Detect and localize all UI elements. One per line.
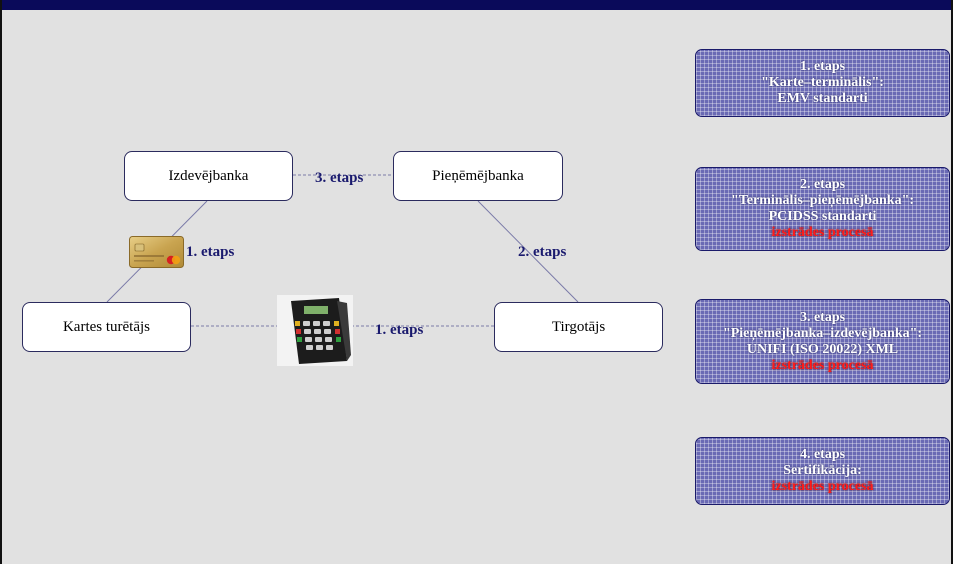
stage-3-standard: UNIFI (ISO 20022) XML — [746, 341, 899, 357]
acquirer-bank-label: Pieņēmējbanka — [432, 167, 524, 184]
stage-box-4: 4. etaps Sertifikācija: izstrādes proces… — [695, 437, 950, 505]
stage-4-title: 4. etaps — [799, 447, 846, 462]
stage-2-standard: PCIDSS standarti — [768, 209, 877, 224]
stage-box-1: 1. etaps "Karte–terminālis": EMV standar… — [695, 49, 950, 117]
stage-2-status: izstrādes procesā — [771, 225, 874, 240]
stage-3-title: 3. etaps — [799, 309, 846, 325]
connector-acquirer-merchant — [477, 200, 579, 303]
cardholder-node: Kartes turētājs — [22, 302, 191, 352]
edge-label-issuer-acquirer: 3. etaps — [315, 170, 364, 186]
header-bar — [2, 0, 951, 10]
stage-4-name: Sertifikācija: — [783, 463, 862, 478]
stage-1-name: "Karte–terminālis": — [761, 75, 884, 90]
cardholder-label: Kartes turētājs — [62, 318, 151, 335]
issuer-bank-label: Izdevējbanka — [168, 167, 249, 184]
stage-3-status: izstrādes procesā — [771, 357, 874, 373]
pos-terminal-icon — [277, 295, 353, 366]
merchant-label: Tirgotājs — [551, 318, 606, 335]
edge-label-acquirer-merchant: 2. etaps — [518, 244, 567, 260]
edge-label-issuer-cardholder: 1. etaps — [186, 244, 235, 260]
merchant-node: Tirgotājs — [494, 302, 663, 352]
stage-box-2: 2. etaps "Terminālis–pieņēmējbanka": PCI… — [695, 167, 950, 251]
stage-box-3: 3. etaps "Pieņēmējbanka–izdevējbanka": U… — [695, 299, 950, 384]
edge-label-cardholder-merchant: 1. etaps — [375, 322, 424, 338]
stage-2-name: "Terminālis–pieņēmējbanka": — [730, 193, 915, 208]
stage-1-standard: EMV standarti — [777, 91, 868, 106]
acquirer-bank-node: Pieņēmējbanka — [393, 151, 563, 201]
stage-2-title: 2. etaps — [799, 177, 846, 192]
issuer-bank-node: Izdevējbanka — [124, 151, 293, 201]
stage-3-name: "Pieņēmējbanka–izdevējbanka": — [722, 325, 923, 341]
stage-4-status: izstrādes procesā — [771, 479, 874, 494]
stage-1-title: 1. etaps — [799, 59, 846, 74]
payment-card-icon — [129, 236, 184, 268]
